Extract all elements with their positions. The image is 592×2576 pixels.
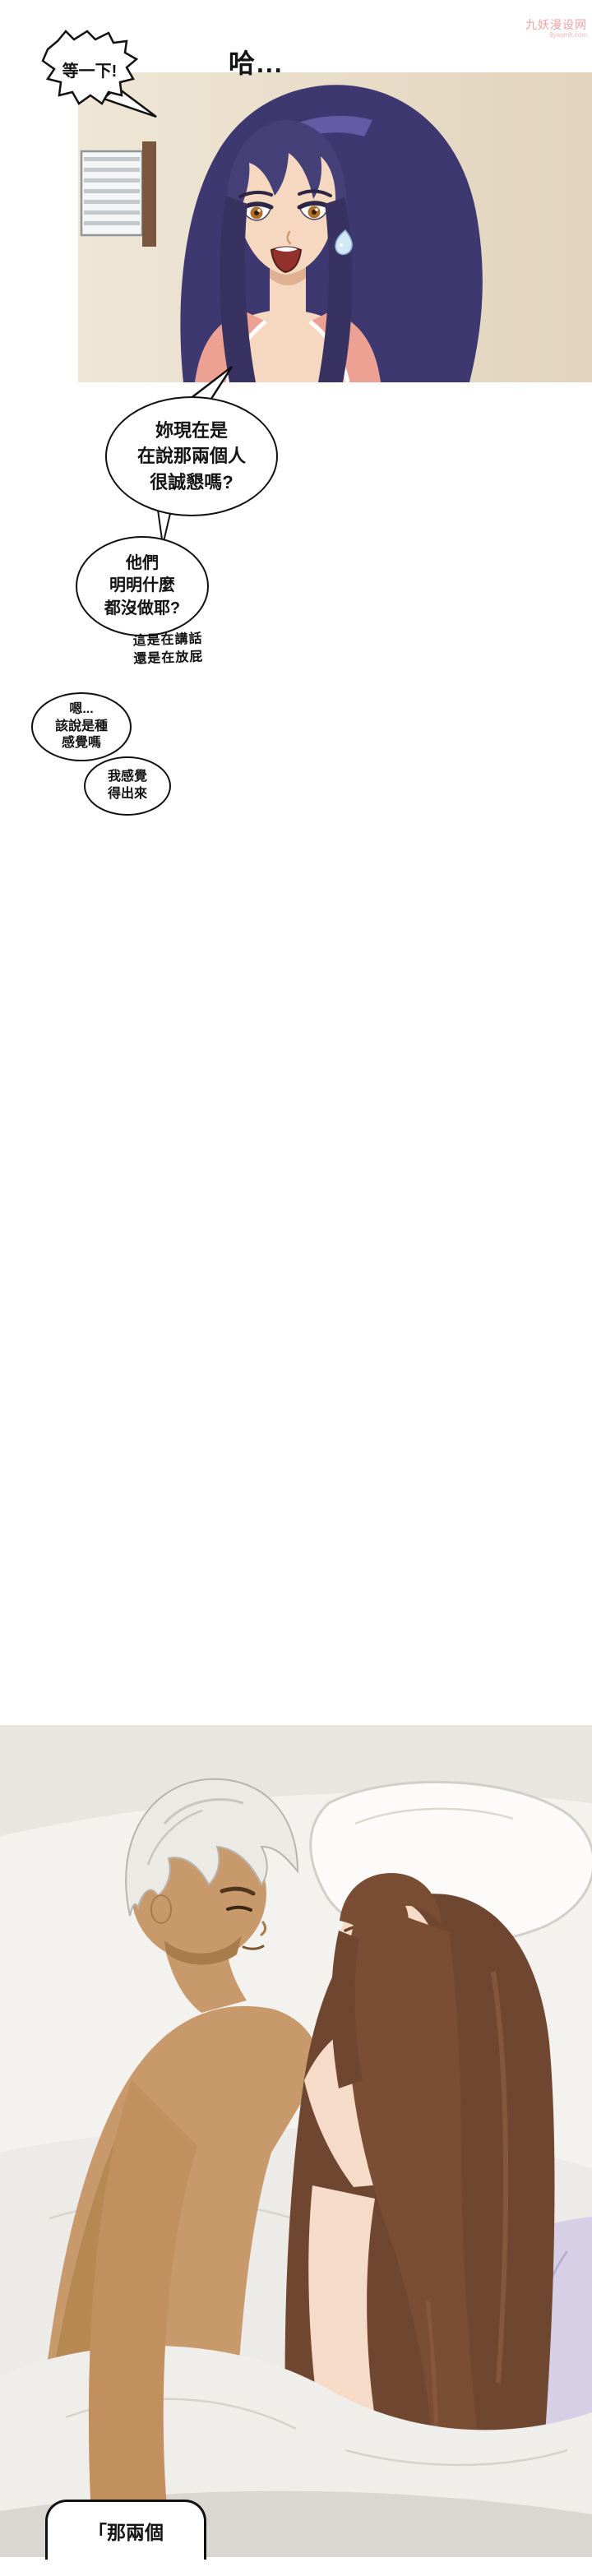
watermark-site-url: 9yaomh.com [549, 31, 587, 39]
site-watermark: 九妖漫设网 9yaomh.com [525, 18, 587, 39]
shout-bubble: 等一下! [41, 28, 164, 125]
sweat-drop-icon [335, 229, 353, 256]
speech-bubble-bottom-partial: 「那兩個 [45, 2500, 206, 2560]
speech-bubble-question-2: 他們 明明什麼 都沒做耶? [76, 536, 209, 636]
top-illustration-panel [78, 72, 592, 383]
jagged-bubble-shape [41, 30, 157, 118]
watermark-site-name: 九妖漫设网 [525, 18, 587, 31]
speech-bubble-reply-2: 我感覺 得出來 [84, 756, 171, 816]
window-frame [142, 141, 156, 247]
woman-figure [284, 1873, 555, 2557]
window-blinds-icon [80, 150, 144, 237]
bottom-illustration-panel [0, 1725, 592, 2557]
couple-illustration [0, 1725, 592, 2557]
shout-bubble-text: 等一下! [62, 62, 118, 81]
bubble-tails [155, 366, 234, 546]
speech-bubble-question-1: 妳現在是 在說那兩個人 很誠懇嗎? [105, 396, 278, 516]
speech-bubble-reply-1: 嗯... 該說是種 感覺嗎 [31, 692, 132, 761]
woman-illustration [78, 72, 592, 383]
sfx-ha-text: 哈... [229, 49, 284, 78]
handwritten-aside: 這是在講話 還是在放屁 [132, 631, 204, 667]
